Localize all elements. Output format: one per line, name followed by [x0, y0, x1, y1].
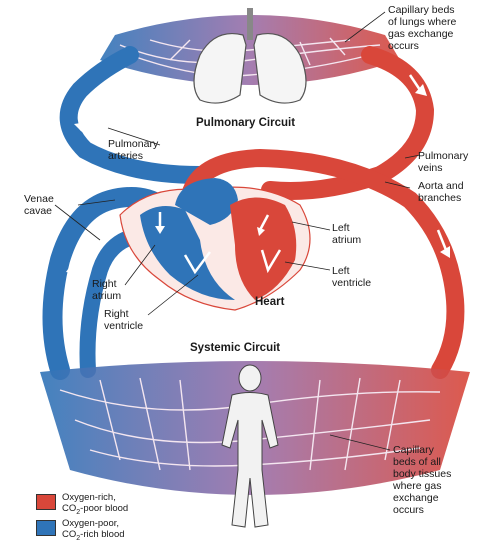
heart-illustration: [120, 178, 310, 310]
venae-cavae-inner: [88, 235, 141, 370]
label-pulmonary-arteries: Pulmonary arteries: [108, 138, 158, 162]
label-right-atrium: Right atrium: [92, 278, 121, 302]
label-capillary-lungs: Capillary beds of lungs where gas exchan…: [388, 4, 456, 52]
legend-swatch-oxygen-poor: [36, 520, 56, 536]
label-pulmonary-veins: Pulmonary veins: [418, 150, 468, 174]
label-capillary-body: Capillary beds of all body tissues where…: [393, 444, 451, 516]
legend-swatch-oxygen-rich: [36, 494, 56, 510]
label-systemic-circuit: Systemic Circuit: [190, 342, 280, 354]
label-right-ventricle: Right ventricle: [104, 308, 143, 332]
label-aorta: Aorta and branches: [418, 180, 464, 204]
label-pulmonary-circuit: Pulmonary Circuit: [196, 117, 295, 129]
label-venae-cavae: Venae cavae: [24, 193, 54, 217]
legend-label-oxygen-rich: Oxygen-rich, CO2-poor blood: [62, 492, 128, 518]
label-left-atrium: Left atrium: [332, 222, 361, 246]
legend-label-oxygen-poor: Oxygen-poor, CO2-rich blood: [62, 518, 125, 544]
label-heart: Heart: [255, 296, 284, 308]
label-left-ventricle: Left ventricle: [332, 265, 371, 289]
